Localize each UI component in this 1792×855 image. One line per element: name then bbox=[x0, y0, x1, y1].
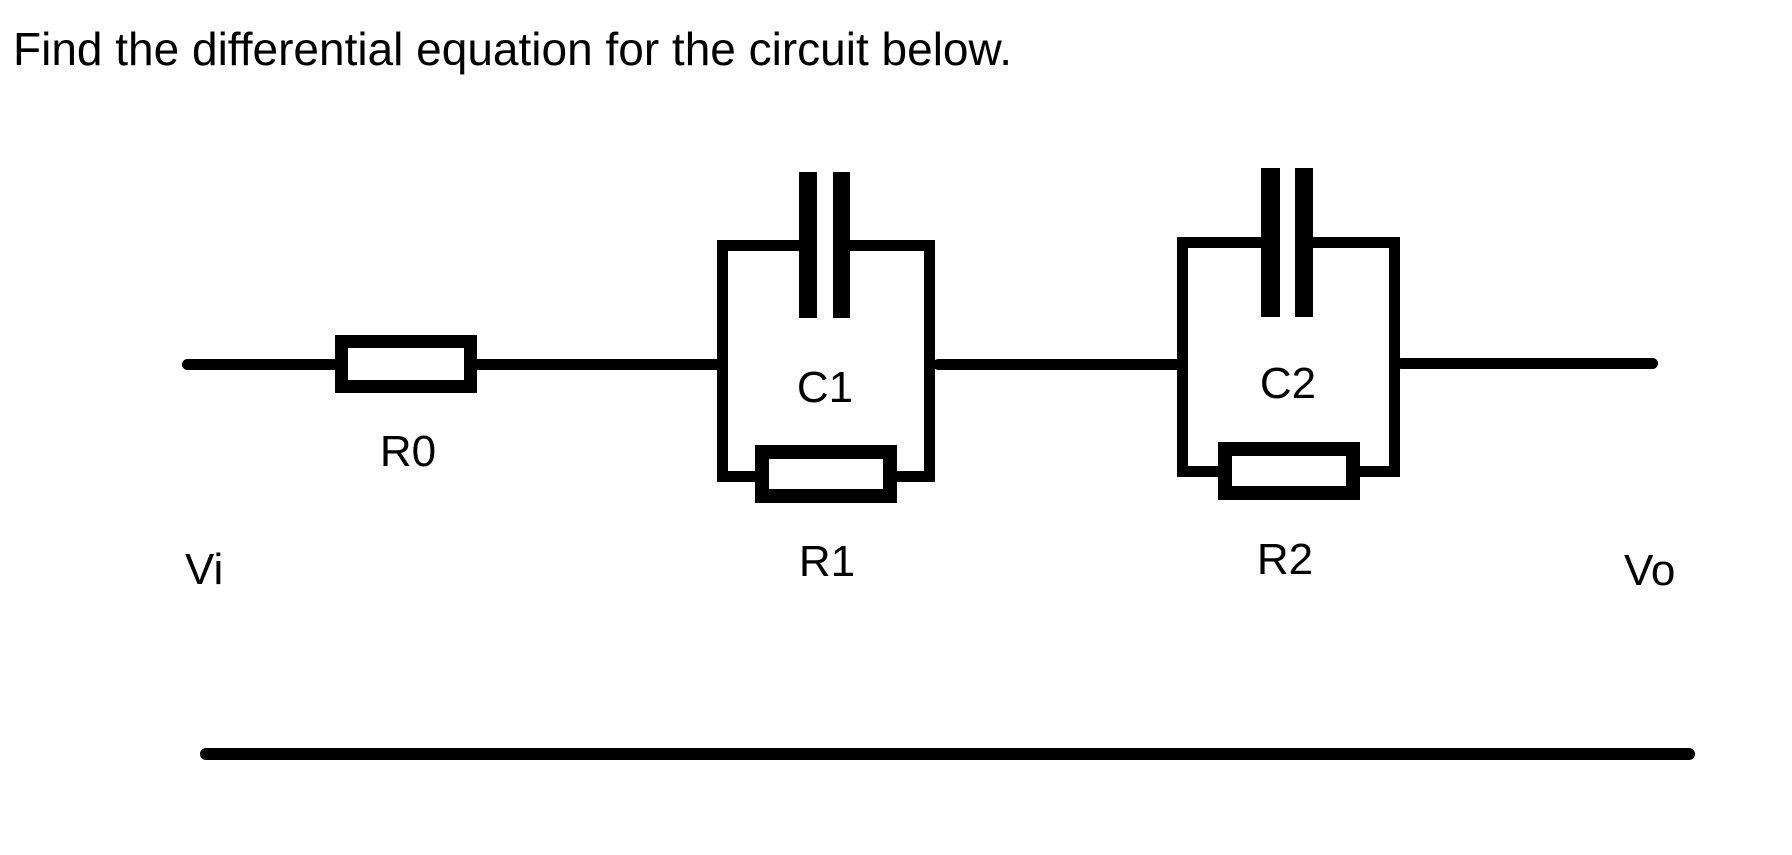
capacitor-c1-gap bbox=[816, 238, 834, 254]
resistor-r1-label: R1 bbox=[798, 537, 856, 586]
wire-stage1-to-stage2 bbox=[933, 359, 1181, 370]
output-wire bbox=[1396, 358, 1658, 369]
page-title: Find the differential equation for the c… bbox=[13, 23, 1012, 75]
ground-rail bbox=[200, 748, 1695, 760]
capacitor-c2-plate-left bbox=[1261, 168, 1280, 317]
capacitor-c1-plate-left bbox=[799, 172, 817, 318]
capacitor-c2-plate-right bbox=[1295, 168, 1313, 317]
capacitor-c2-label: C2 bbox=[1259, 359, 1317, 408]
resistor-r2-label: R2 bbox=[1256, 535, 1314, 584]
output-terminal-label: Vo bbox=[1624, 546, 1676, 595]
wire-r0-to-stage1 bbox=[472, 359, 724, 370]
capacitor-c1-plate-right bbox=[833, 172, 850, 318]
capacitor-c2-gap bbox=[1279, 235, 1296, 251]
capacitor-c1-label: C1 bbox=[796, 363, 854, 412]
input-wire bbox=[182, 359, 342, 370]
stage2-parallel-frame bbox=[1177, 237, 1400, 477]
resistor-r2-symbol bbox=[1218, 442, 1360, 500]
input-terminal-label: Vi bbox=[185, 545, 224, 594]
resistor-r1-symbol bbox=[755, 445, 897, 503]
resistor-r0-label: R0 bbox=[379, 427, 437, 476]
resistor-r0-symbol bbox=[335, 335, 477, 393]
